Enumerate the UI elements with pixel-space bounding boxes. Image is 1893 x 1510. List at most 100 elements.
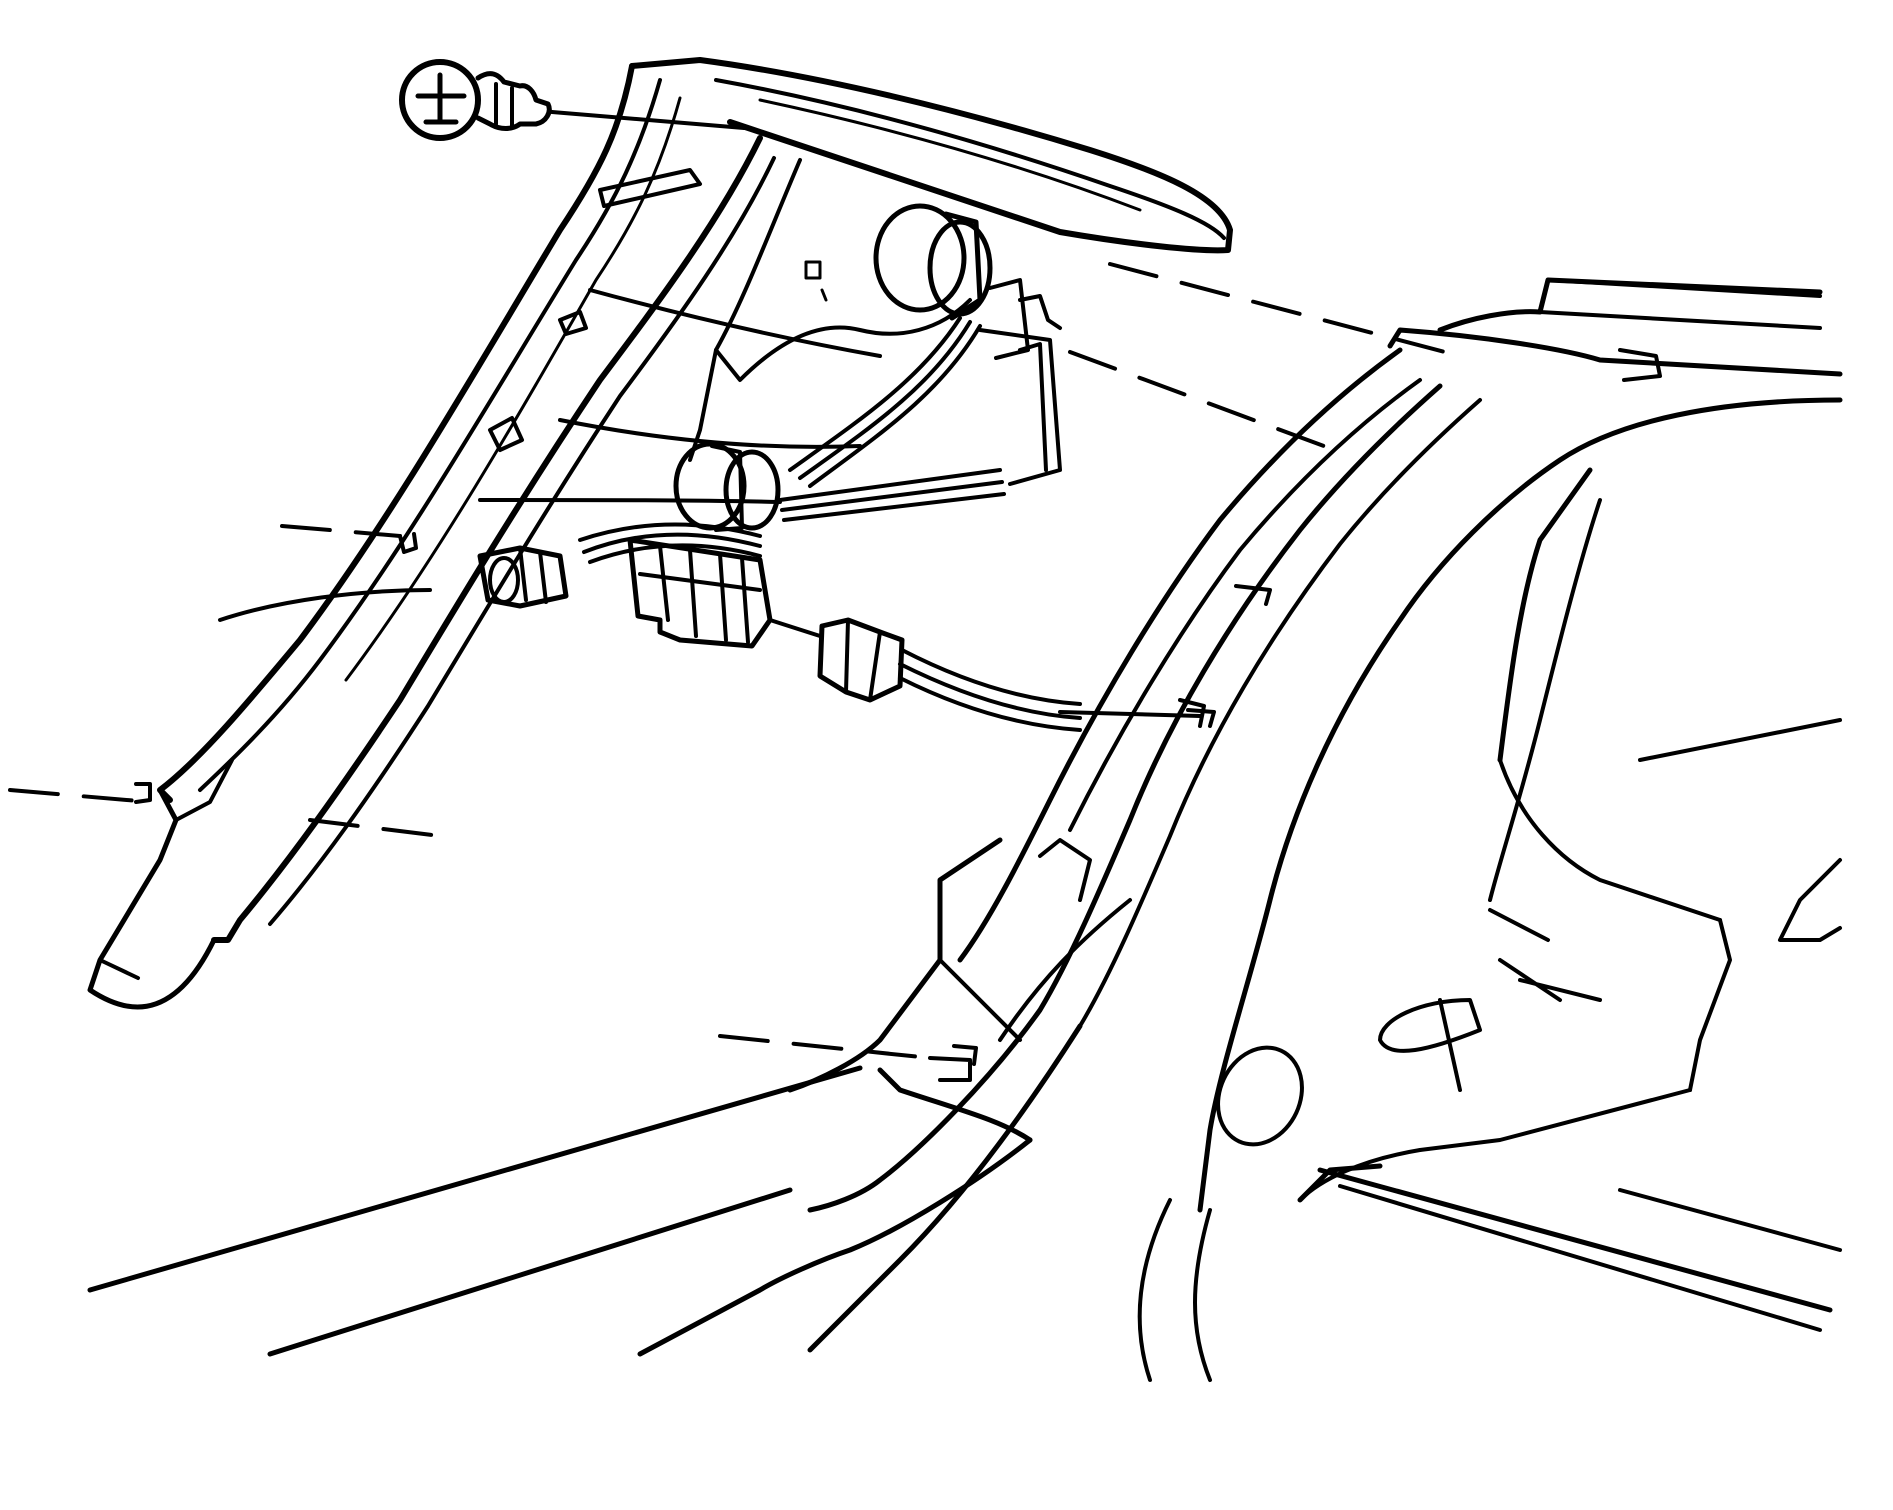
lamp-bezel-inner-2 <box>344 96 682 682</box>
wire-bracket <box>978 328 1062 486</box>
wire-to-socket-1 <box>578 522 762 542</box>
quarter-panel-ledge <box>1638 718 1842 762</box>
lamp-housing-bottom <box>87 787 217 1010</box>
body-panel-upper-slot <box>1618 348 1662 382</box>
lamp-bezel-left <box>157 63 635 803</box>
socket-lower-body <box>723 449 781 531</box>
dash-line-left-mid <box>308 818 442 838</box>
screw-drive-recess <box>415 72 467 125</box>
fender-inner-curve <box>1078 398 1482 1028</box>
lamp-housing-rib-1 <box>588 288 882 358</box>
wire-bracket-rib <box>1018 342 1048 472</box>
lamp-housing-foot <box>88 958 140 992</box>
lamp-housing-tab <box>174 758 234 822</box>
reflector-mark <box>820 288 828 302</box>
inline-connector <box>817 617 905 703</box>
inline-connector-ribs <box>844 618 882 702</box>
lamp-housing-rib-3 <box>478 498 782 504</box>
quarter-panel-base <box>1418 1088 1692 1152</box>
rocker-line-1 <box>1317 1167 1833 1313</box>
body-opening-flange <box>1068 378 1422 832</box>
body-opening-top <box>1387 327 1843 377</box>
lamp-lens-rim-inner <box>714 78 1226 240</box>
dash-line-left-lower <box>8 788 152 804</box>
wheel-opening-arch <box>1197 397 1843 1213</box>
clip-bottom <box>928 1056 972 1082</box>
bulb-socket-upper <box>873 203 1062 360</box>
dash-line-bottom <box>718 1034 932 1060</box>
connector-guide-line <box>1058 710 1202 718</box>
lamp-bezel-front-inner <box>268 156 776 926</box>
floor-line-4 <box>807 1023 1083 1353</box>
wiring-harness <box>477 316 1062 609</box>
body-side-vertical-2 <box>1193 1208 1212 1382</box>
dash-line-right <box>1068 350 1342 454</box>
rocker-line-2 <box>1338 1184 1822 1332</box>
dash-line-upper-right <box>1108 262 1462 358</box>
connector-divider <box>638 572 762 592</box>
body-panel-upper-lines <box>1538 278 1822 330</box>
alignment-lines <box>8 262 1462 1060</box>
body-opening-left-edge <box>957 347 1403 963</box>
floor-line-1 <box>87 1065 863 1293</box>
wire-upper-3 <box>808 324 982 488</box>
fender-outer-curve <box>807 383 1443 1213</box>
connector-pigtail <box>768 618 822 638</box>
clip-left-upper <box>398 532 418 554</box>
body-lower-diagonal <box>938 958 1022 1042</box>
lamp-lens-rim-line <box>758 98 1142 212</box>
floor-line-2 <box>267 1187 793 1357</box>
lamp-bezel-inner-1 <box>198 78 662 792</box>
fender-hole <box>1216 1045 1304 1147</box>
socket-upper-lock <box>988 278 1030 360</box>
socket-upper-cap <box>943 211 983 321</box>
quarter-panel-trim <box>1498 958 1602 1002</box>
harness-connector <box>627 537 1082 732</box>
quarter-panel-pillar <box>1497 467 1593 763</box>
rocker-line-3 <box>1618 1188 1842 1252</box>
body-lower-inner <box>998 898 1132 1042</box>
lamp-housing-rib-4 <box>218 588 432 622</box>
plug-left-end <box>488 556 520 604</box>
screw <box>399 59 552 141</box>
dash-line-left-upper <box>280 524 402 538</box>
floor-lines <box>87 1023 1083 1357</box>
floor-line-3 <box>637 1137 1033 1357</box>
quarter-panel-groove <box>1488 908 1550 942</box>
wire-to-socket-2 <box>582 532 762 554</box>
clip-left-lower <box>134 782 152 804</box>
wire-lower-bundle <box>778 468 1006 522</box>
wire-upper-1 <box>788 316 962 472</box>
body-lower-notch <box>1038 838 1092 902</box>
quarter-panel-crease <box>1488 498 1602 902</box>
connector-cells <box>658 544 750 644</box>
reflector-tab <box>804 260 822 280</box>
rocker-front <box>1297 1163 1383 1203</box>
screw-head <box>399 59 481 141</box>
lamp-housing-clip-lower <box>488 416 524 452</box>
quarter-panel-drop <box>1688 918 1732 1092</box>
fuel-door <box>1378 998 1482 1053</box>
screw-threads <box>494 82 514 128</box>
lamp-housing-clip-upper <box>558 310 588 336</box>
plug-left-ribs <box>518 546 548 604</box>
connector-body <box>627 537 773 649</box>
screw-shank <box>475 71 552 131</box>
socket-upper-flange <box>873 203 967 313</box>
lamp-bezel-front <box>211 135 763 943</box>
quarter-panel-hook <box>1778 858 1842 942</box>
wire-upper-2 <box>798 320 972 480</box>
lamp-lens-top <box>629 57 1233 254</box>
quarter-panel-lower <box>1498 758 1722 922</box>
fender <box>807 383 1843 1382</box>
clip-right <box>1178 698 1206 728</box>
lamp-housing-slot <box>598 168 702 208</box>
pigtail-wires <box>898 648 1082 732</box>
body-clip-markers <box>952 584 1272 1066</box>
body-lower-sill <box>877 1067 1033 1143</box>
body-panel-upper-edge <box>1437 277 1823 333</box>
body-side-vertical <box>1137 1198 1172 1382</box>
clip-markers <box>134 532 1206 1082</box>
